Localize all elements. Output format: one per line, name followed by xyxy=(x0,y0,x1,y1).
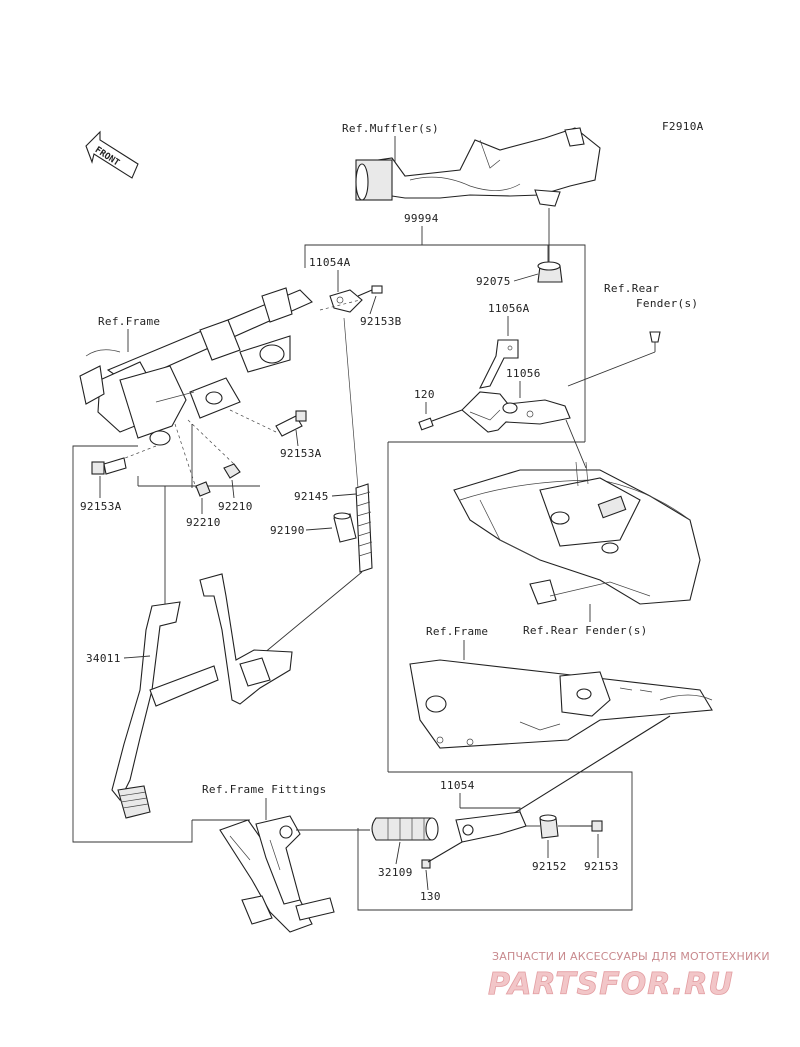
part-11056A xyxy=(479,339,519,389)
part-92145-spring xyxy=(343,317,373,573)
part-11056-label: 11056 xyxy=(506,367,541,380)
part-92190-collar xyxy=(333,512,357,543)
ref-rear-fender-top-1: Ref.Rear xyxy=(604,282,659,295)
figure-code: F2910A xyxy=(662,120,704,133)
part-92210-right-label: 92210 xyxy=(218,500,253,513)
part-92190-label: 92190 xyxy=(270,524,305,537)
part-11054A xyxy=(329,289,363,313)
part-130-label: 130 xyxy=(420,890,441,903)
part-32109-label: 32109 xyxy=(378,866,413,879)
part-92153A-left-label: 92153A xyxy=(80,500,122,513)
part-11054A-label: 11054A xyxy=(309,256,351,269)
ref-frame-lower-label: Ref.Frame xyxy=(426,625,488,638)
ref-rear-fender-lower-label: Ref.Rear Fender(s) xyxy=(523,624,648,637)
part-92075-label: 92075 xyxy=(476,275,511,288)
muffler-ref-drawing xyxy=(355,127,601,207)
part-130-bolt xyxy=(421,841,463,869)
part-92153A-right xyxy=(275,410,307,437)
watermark-brand: PARTSFOR.RU xyxy=(488,967,734,1002)
part-11054-bracket xyxy=(455,811,527,843)
part-92075 xyxy=(537,261,563,283)
part-92210-left xyxy=(195,481,211,497)
ref-frame-fittings-label: Ref.Frame Fittings xyxy=(202,783,327,796)
ref-frame-upper-label: Ref.Frame xyxy=(98,315,160,328)
part-92153-bolt xyxy=(570,820,603,832)
part-34011-center-stand xyxy=(111,573,293,819)
part-34011-label: 34011 xyxy=(86,652,121,665)
part-92152-collar xyxy=(539,814,559,839)
part-92153A-right-label: 92153A xyxy=(280,447,322,460)
part-11056 xyxy=(461,391,571,433)
part-92210-left-label: 92210 xyxy=(186,516,221,529)
part-120-label: 120 xyxy=(414,388,435,401)
part-99994-label: 99994 xyxy=(404,212,439,225)
part-32109-footpeg-rubber xyxy=(371,817,439,841)
frame-ref-drawing xyxy=(79,287,313,446)
part-92152-label: 92152 xyxy=(532,860,567,873)
rear-fender-ref-drawing xyxy=(453,461,701,605)
ref-rear-fender-top-2: Fender(s) xyxy=(636,297,698,310)
part-92145-label: 92145 xyxy=(294,490,329,503)
watermark-tagline: ЗАПЧАСТИ И АКСЕССУАРЫ ДЛЯ МОТОТЕХНИКИ xyxy=(492,950,770,963)
part-92210-right xyxy=(223,463,241,479)
part-92153B xyxy=(357,285,383,297)
part-92153B-label: 92153B xyxy=(360,315,402,328)
swingarm-frame-ref-drawing xyxy=(409,659,713,749)
part-92153A-left xyxy=(91,457,127,475)
part-11054-label: 11054 xyxy=(440,779,475,792)
frame-fittings-ref-drawing xyxy=(219,815,335,933)
ref-muffler-label: Ref.Muffler(s) xyxy=(342,122,439,135)
part-11056A-label: 11056A xyxy=(488,302,530,315)
part-92153-label: 92153 xyxy=(584,860,619,873)
front-arrow-icon: FRONT xyxy=(85,130,139,179)
part-120 xyxy=(418,409,463,431)
